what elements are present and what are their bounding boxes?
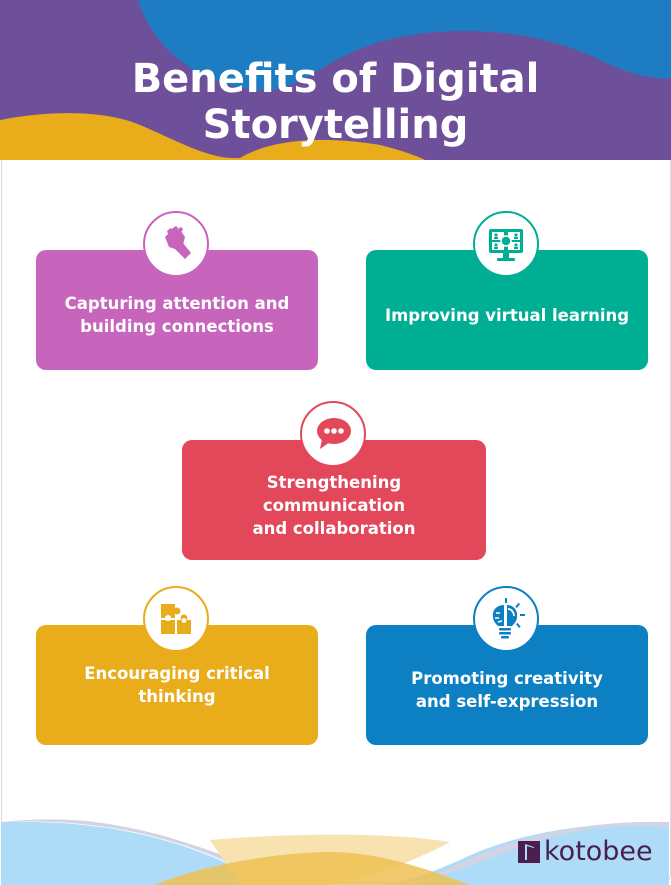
puzzle-icon [143, 586, 209, 652]
header-wave-background [0, 0, 671, 160]
benefit-label: Improving virtual learning [384, 305, 630, 325]
footer-wave-background [1, 819, 669, 885]
page-title: Benefits of Digital Storytelling [131, 56, 540, 148]
header-banner: Benefits of Digital Storytelling [0, 0, 671, 160]
benefit-label: Strengthening communication and collabor… [252, 472, 416, 538]
benefit-card-virtual-learning: Improving virtual learning [366, 250, 648, 370]
kotobee-logo: kotobee [518, 836, 653, 867]
brain-lightbulb-icon [473, 586, 539, 652]
benefit-label: Capturing attention and building connect… [64, 294, 290, 336]
benefit-card-critical-thinking: Encouraging critical thinking [36, 625, 318, 745]
benefit-label: Encouraging critical thinking [84, 664, 270, 706]
logo-text: kotobee [544, 836, 653, 867]
benefit-label: Promoting creativity and self-expression [411, 669, 603, 711]
fist-bump-icon [143, 211, 209, 277]
kotobee-book-icon [518, 840, 540, 863]
chat-bubble-icon [300, 401, 366, 467]
monitor-video-call-icon [473, 211, 539, 277]
